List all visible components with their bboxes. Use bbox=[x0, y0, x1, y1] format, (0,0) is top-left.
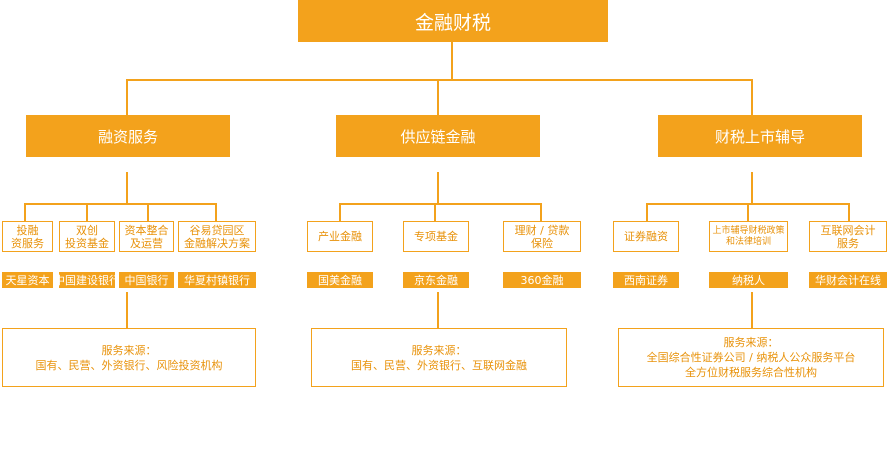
connector-cat-3-source bbox=[751, 292, 753, 328]
service-box: 投融 资服务 bbox=[2, 221, 53, 252]
service-label: 谷易贷园区 金融解决方案 bbox=[184, 223, 250, 250]
service-label: 投融 资服务 bbox=[11, 223, 44, 250]
connector-cat-1-leaf-3 bbox=[147, 203, 149, 221]
source-line: 全国综合性证券公司 / 纳税人公众服务平台 bbox=[646, 351, 856, 364]
provider-label: 华财会计在线 bbox=[809, 272, 887, 288]
service-box: 上市辅导财税政策 和法律培训 bbox=[709, 221, 788, 252]
source-title: 服务来源： bbox=[101, 343, 157, 357]
service-box: 互联网会计 服务 bbox=[809, 221, 887, 252]
connector-cat-1-down bbox=[126, 172, 128, 204]
service-box: 理财 / 贷款 保险 bbox=[503, 221, 581, 252]
connector-root-down bbox=[451, 42, 453, 80]
category-title: 财税上市辅导 bbox=[714, 127, 805, 146]
source-title: 服务来源： bbox=[723, 336, 779, 349]
category-title: 融资服务 bbox=[97, 127, 158, 146]
source-box: 服务来源： 国有、民营、外资银行、风险投资机构 bbox=[2, 328, 256, 387]
connector-cat-3-leaf-1 bbox=[646, 203, 648, 221]
service-label: 上市辅导财税政策 和法律培训 bbox=[712, 225, 785, 247]
service-box: 证券融资 bbox=[613, 221, 679, 252]
connector-cat-2-leaf-2 bbox=[434, 203, 436, 221]
connector-cat-2-leaf-1 bbox=[339, 203, 341, 221]
connector-cat-2-leaf-3 bbox=[540, 203, 542, 221]
provider-label: 天星资本 bbox=[2, 272, 53, 288]
provider-label: 国美金融 bbox=[307, 272, 373, 288]
service-label: 产业金融 bbox=[318, 230, 362, 243]
connector-cat-3-leaf-2 bbox=[747, 203, 749, 221]
provider-label: 京东金融 bbox=[403, 272, 469, 288]
root-node: 金融财税 bbox=[298, 0, 608, 42]
category-title: 供应链金融 bbox=[400, 127, 476, 146]
connector-to-cat-3 bbox=[751, 79, 753, 115]
service-box: 产业金融 bbox=[307, 221, 373, 252]
root-title: 金融财税 bbox=[414, 11, 491, 34]
connector-cat-2-down bbox=[437, 172, 439, 204]
connector-to-cat-1 bbox=[126, 79, 128, 115]
service-label: 理财 / 贷款 保险 bbox=[514, 223, 570, 250]
service-box: 资本整合 及运营 bbox=[119, 221, 174, 252]
source-line: 国有、民营、外资银行、互联网金融 bbox=[351, 358, 527, 372]
provider-label: 360金融 bbox=[503, 272, 581, 288]
service-box: 谷易贷园区 金融解决方案 bbox=[178, 221, 256, 252]
connector-cat-1-leaf-1 bbox=[24, 203, 26, 221]
category-supply-chain: 供应链金融 bbox=[336, 115, 540, 157]
source-title: 服务来源： bbox=[411, 343, 467, 357]
provider-label: 中国建设银行 bbox=[59, 272, 115, 288]
connector-cat-1-horizontal bbox=[24, 203, 216, 205]
connector-cat-1-leaf-2 bbox=[86, 203, 88, 221]
connector-to-cat-2 bbox=[437, 79, 439, 115]
service-label: 资本整合 及运营 bbox=[124, 223, 169, 250]
service-label: 专项基金 bbox=[414, 230, 458, 243]
connector-root-horizontal bbox=[126, 79, 753, 81]
service-box: 双创 投资基金 bbox=[59, 221, 115, 252]
source-box: 服务来源： 国有、民营、外资银行、互联网金融 bbox=[311, 328, 567, 387]
connector-cat-1-leaf-4 bbox=[215, 203, 217, 221]
connector-cat-2-source bbox=[437, 292, 439, 328]
category-financing: 融资服务 bbox=[26, 115, 230, 157]
provider-label: 华夏村镇银行 bbox=[178, 272, 256, 288]
connector-cat-2-horizontal bbox=[339, 203, 541, 205]
source-line: 全方位财税服务综合性机构 bbox=[685, 366, 817, 379]
service-label: 互联网会计 服务 bbox=[820, 223, 876, 250]
service-box: 专项基金 bbox=[403, 221, 469, 252]
connector-cat-3-down bbox=[751, 172, 753, 204]
provider-label: 纳税人 bbox=[709, 272, 788, 288]
connector-cat-3-leaf-3 bbox=[848, 203, 850, 221]
connector-cat-1-source bbox=[126, 292, 128, 328]
provider-label: 中国银行 bbox=[119, 272, 174, 288]
category-listing-advisory: 财税上市辅导 bbox=[658, 115, 862, 157]
source-line: 国有、民营、外资银行、风险投资机构 bbox=[35, 358, 223, 372]
source-box: 服务来源： 全国综合性证券公司 / 纳税人公众服务平台 全方位财税服务综合性机构 bbox=[618, 328, 884, 387]
service-label: 证券融资 bbox=[624, 230, 668, 243]
service-label: 双创 投资基金 bbox=[65, 223, 109, 250]
provider-label: 西南证券 bbox=[613, 272, 679, 288]
